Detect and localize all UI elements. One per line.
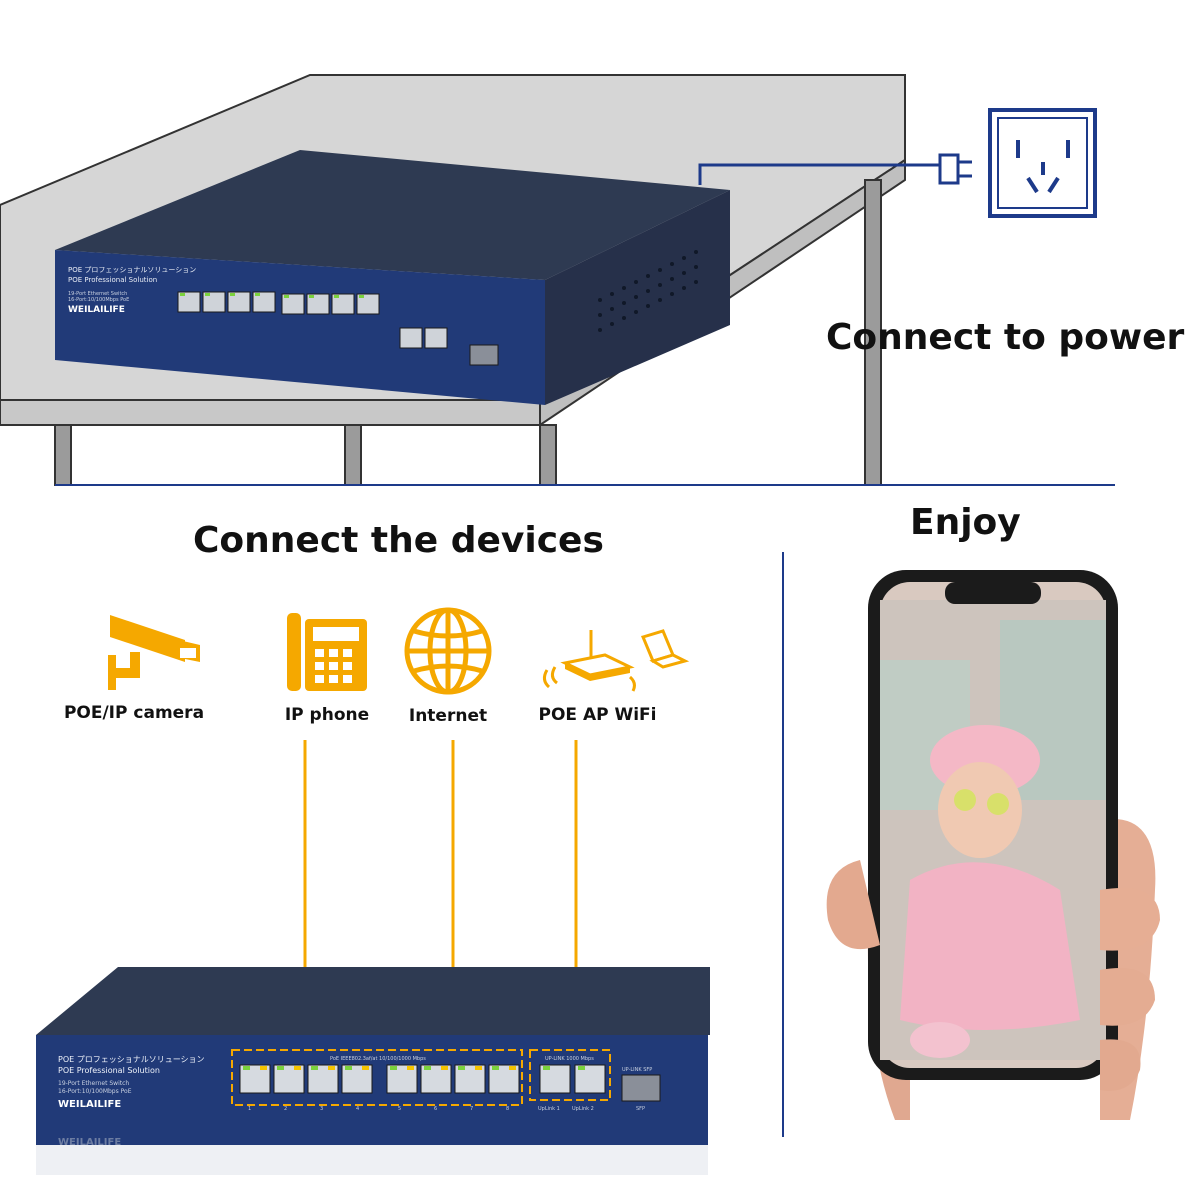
switch-label-ports: 19-Port Ethernet Switch <box>68 291 127 297</box>
power-plug-icon <box>938 153 960 185</box>
switch-connection-scene: POE プロフェッショナルソリューション POE Professional So… <box>36 740 710 1175</box>
brand-logo: WEILAILIFE <box>58 1099 121 1110</box>
power-cable <box>698 163 945 185</box>
device-label: IP phone <box>284 705 370 725</box>
table-leg <box>54 424 72 486</box>
vertical-divider <box>782 552 784 1137</box>
device-label: POE/IP camera <box>63 703 205 723</box>
globe-icon <box>404 607 492 695</box>
switch-label-poe: 16-Port:10/100Mbps PoE <box>68 297 129 303</box>
table-leg <box>344 424 362 486</box>
connect-devices-heading: Connect the devices <box>193 520 604 561</box>
sfp-label: SFP <box>636 1106 645 1112</box>
phone-in-hand <box>826 570 1160 1120</box>
device-label: Internet <box>408 706 488 726</box>
desk-phone-icon <box>287 613 367 691</box>
port-number: 5 <box>398 1106 401 1112</box>
port-number: 3 <box>320 1106 323 1112</box>
connect-to-power-heading: Connect to power <box>826 317 1185 358</box>
port-number: 8 <box>506 1106 509 1112</box>
switch-label-en: POE Professional Solution <box>58 1066 160 1075</box>
brand-logo: WEILAILIFE <box>68 305 125 315</box>
device-label: POE AP WiFi <box>538 705 657 725</box>
port-number: 6 <box>434 1106 437 1112</box>
sfp-header: UP-LINK SFP <box>622 1067 652 1073</box>
port-number: 2 <box>284 1106 287 1112</box>
poe-switch-bottom: POE プロフェッショナルソリューション POE Professional So… <box>36 967 710 1175</box>
table-leg <box>539 424 557 486</box>
poe-switch-top: POE プロフェッショナルソリューション POE Professional So… <box>55 150 730 405</box>
enjoy-heading: Enjoy <box>910 502 1021 543</box>
port-header: PoE IEEE802.3af/at 10/100/1000 Mbps <box>330 1056 426 1062</box>
wifi-router-icon <box>542 629 690 692</box>
switch-label-en: POE Professional Solution <box>68 276 157 284</box>
uplink-header: UP-LINK 1000 Mbps <box>545 1056 594 1062</box>
wall-outlet-icon <box>988 108 1097 218</box>
switch-label-ports: 19-Port Ethernet Switch <box>58 1080 129 1087</box>
switch-label-jp: POE プロフェッショナルソリューション <box>58 1055 205 1064</box>
port-number: 4 <box>356 1106 359 1112</box>
security-camera-icon <box>108 615 200 690</box>
uplink1-label: UpLink 1 <box>538 1106 560 1112</box>
brand-reflection: WEILAILIFE <box>58 1137 121 1148</box>
port-number: 1 <box>248 1106 251 1112</box>
uplink2-label: UpLink 2 <box>572 1106 594 1112</box>
phone-notch <box>945 582 1041 604</box>
thumb <box>826 860 880 950</box>
port-number: 7 <box>470 1106 473 1112</box>
camera-feed-image <box>880 600 1106 1060</box>
table-scene: POE プロフェッショナルソリューション POE Professional So… <box>0 74 1115 486</box>
switch-label-jp: POE プロフェッショナルソリューション <box>68 266 196 274</box>
switch-label-poe: 16-Port:10/100Mbps PoE <box>58 1088 132 1095</box>
